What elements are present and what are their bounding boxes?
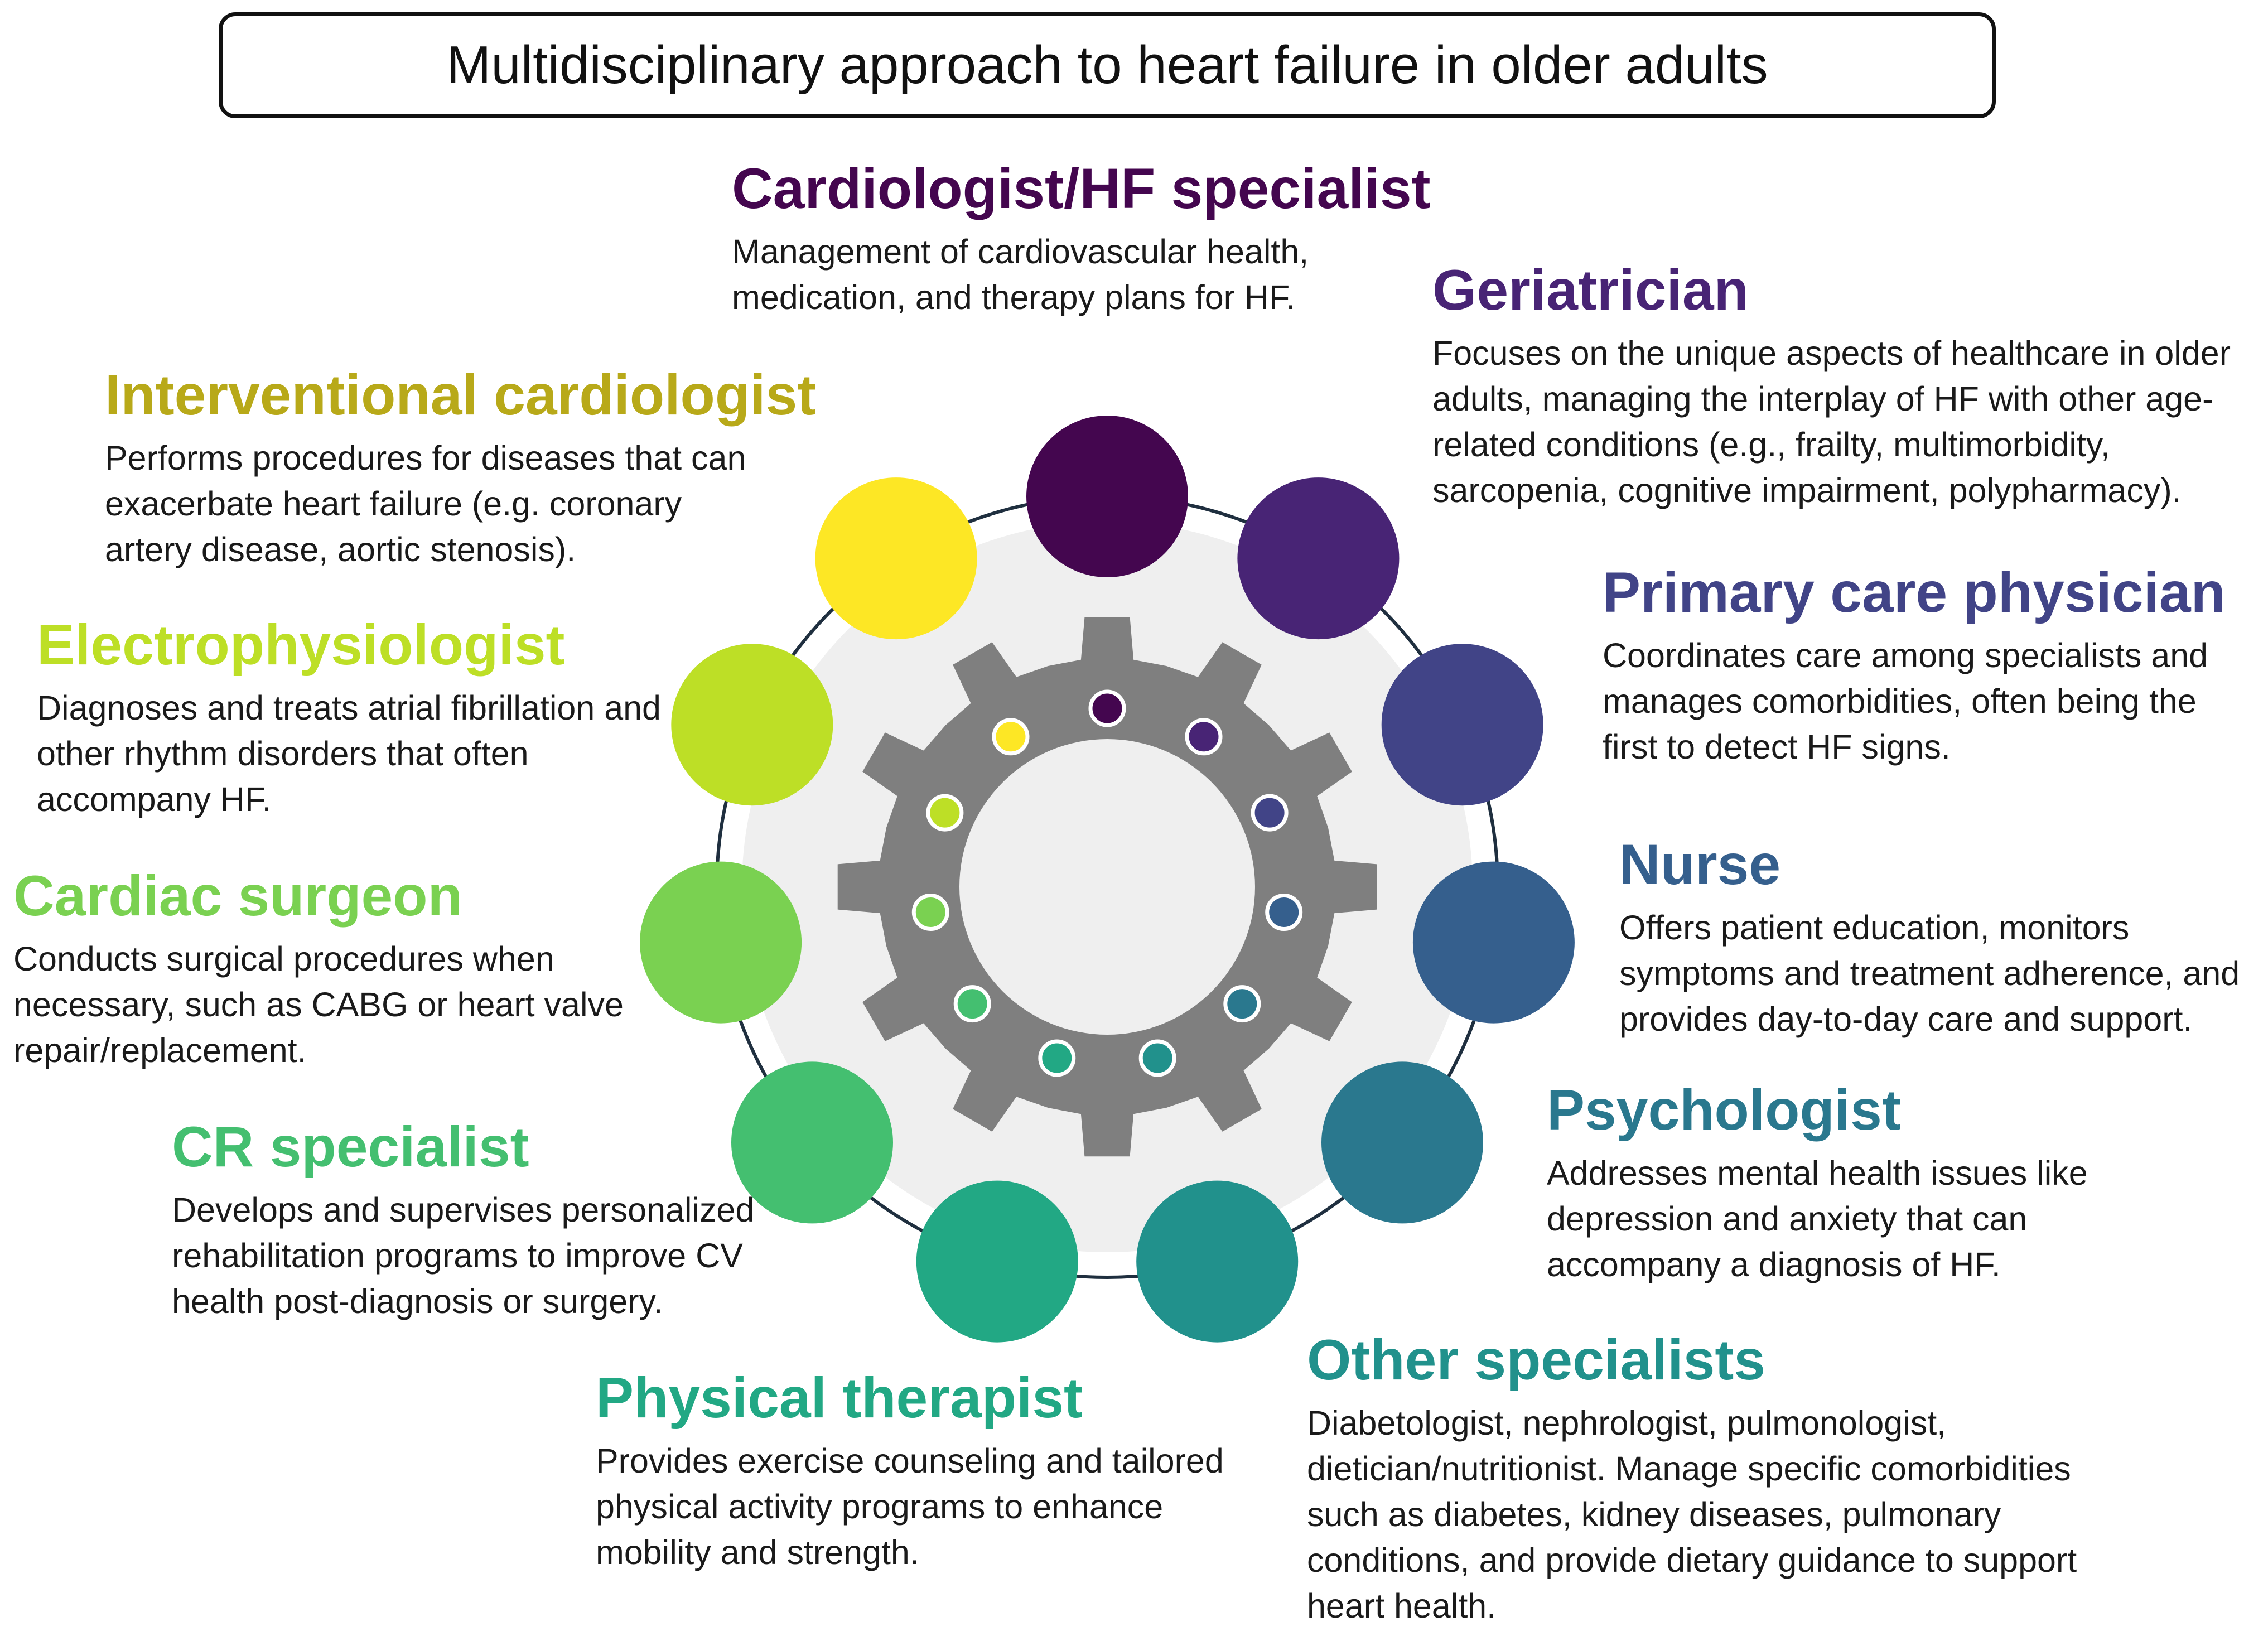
role-description: Conducts surgical procedures when necess… xyxy=(13,940,624,1069)
role-heading: Other specialists xyxy=(1307,1328,1766,1392)
role-heading: Geriatrician xyxy=(1432,258,1749,322)
role-description: Addresses mental health issues like depr… xyxy=(1547,1154,2088,1283)
role-heading: Interventional cardiologist xyxy=(105,363,817,427)
role-heading: Nurse xyxy=(1619,833,1781,896)
role-electrophysiologist: Electrophysiologist Diagnoses and treats… xyxy=(37,611,684,822)
role-heading: Cardiologist/HF specialist xyxy=(732,157,1431,220)
role-cr-specialist: CR specialist Develops and supervises pe… xyxy=(172,1113,830,1324)
gear-dot xyxy=(926,794,964,832)
gear-dot xyxy=(1265,894,1303,931)
role-bubble xyxy=(1237,477,1400,640)
gear-dot xyxy=(953,985,991,1023)
role-description: Diabetologist, nephrologist, pulmonologi… xyxy=(1307,1404,2077,1625)
role-geriatrician: Geriatrician Focuses on the unique aspec… xyxy=(1432,257,2264,513)
role-bubble xyxy=(671,644,833,806)
gear-dot xyxy=(1223,985,1261,1023)
role-description: Coordinates care among specialists and m… xyxy=(1603,636,2208,766)
gear-dot xyxy=(911,894,949,931)
gear-dot xyxy=(1251,794,1289,832)
role-bubble xyxy=(1412,861,1575,1024)
role-bubble xyxy=(815,477,977,640)
role-bubble xyxy=(916,1180,1078,1343)
role-description: Provides exercise counseling and tailore… xyxy=(596,1442,1224,1571)
role-heading: CR specialist xyxy=(172,1115,529,1179)
gear-dot xyxy=(1038,1039,1076,1077)
gear-dot xyxy=(1088,689,1126,727)
role-description: Focuses on the unique aspects of healthc… xyxy=(1432,334,2231,509)
role-heading: Psychologist xyxy=(1547,1078,1901,1142)
role-bubble xyxy=(1136,1180,1299,1343)
gear-dot xyxy=(1138,1039,1176,1077)
role-nurse: Nurse Offers patient education, monitors… xyxy=(1619,831,2261,1042)
role-description: Develops and supervises personalized reh… xyxy=(172,1191,755,1320)
role-heading: Cardiac surgeon xyxy=(13,864,462,928)
role-description: Diagnoses and treats atrial fibrillation… xyxy=(37,689,661,818)
role-cardiac-surgeon: Cardiac surgeon Conducts surgical proced… xyxy=(13,862,649,1073)
role-psychologist: Psychologist Addresses mental health iss… xyxy=(1547,1077,2160,1287)
role-bubble xyxy=(1381,644,1543,806)
role-primary-care-physician: Primary care physician Coordinates care … xyxy=(1603,559,2244,770)
role-description: Performs procedures for diseases that ca… xyxy=(105,439,746,568)
role-bubble xyxy=(640,861,802,1024)
role-physical-therapist: Physical therapist Provides exercise cou… xyxy=(596,1364,1265,1575)
role-cardiologist: Cardiologist/HF specialist Management of… xyxy=(732,155,1435,320)
diagram-title: Multidisciplinary approach to heart fail… xyxy=(219,12,1996,118)
gear-dot xyxy=(992,718,1030,756)
role-bubble xyxy=(1026,416,1188,577)
gear-center-hole xyxy=(959,739,1255,1035)
role-heading: Electrophysiologist xyxy=(37,613,565,677)
role-interventional-cardiologist: Interventional cardiologist Performs pro… xyxy=(105,361,817,572)
gear-dot xyxy=(1185,718,1223,756)
role-description: Offers patient education, monitors sympt… xyxy=(1619,909,2240,1038)
role-heading: Physical therapist xyxy=(596,1366,1083,1430)
role-bubble xyxy=(1321,1061,1483,1224)
role-bubble xyxy=(731,1061,893,1224)
role-heading: Primary care physician xyxy=(1603,561,2226,624)
role-other-specialists: Other specialists Diabetologist, nephrol… xyxy=(1307,1326,2144,1629)
role-description: Management of cardiovascular health, med… xyxy=(732,233,1309,316)
